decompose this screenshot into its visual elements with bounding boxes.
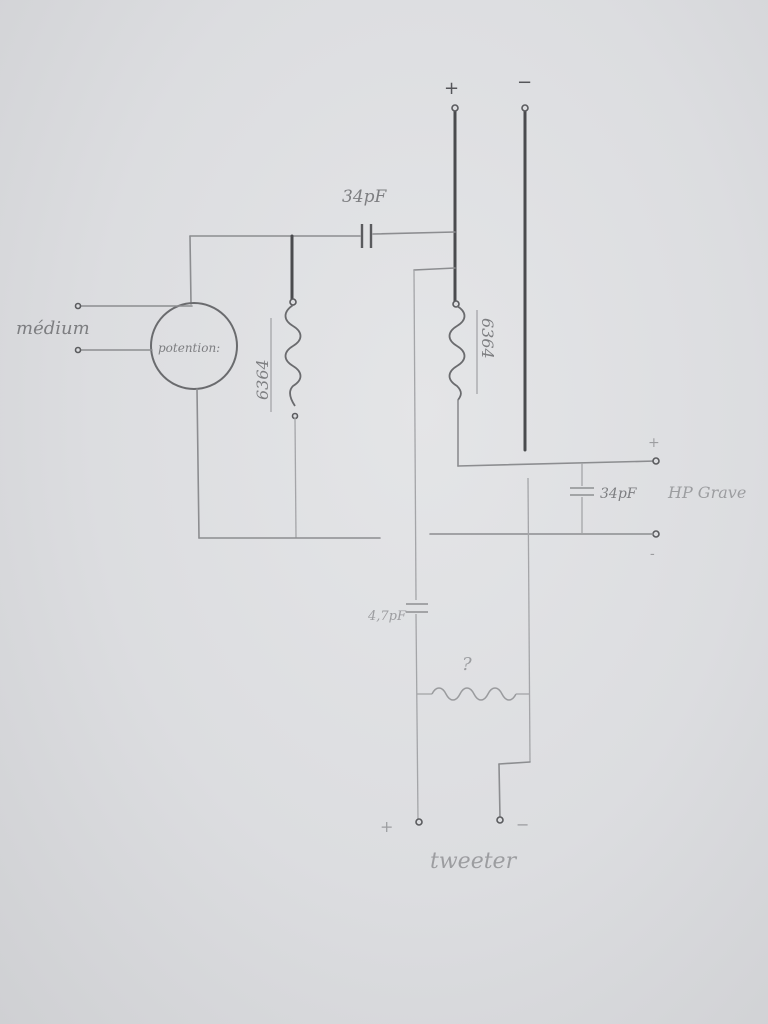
potentiometer: potention: médium bbox=[16, 235, 238, 539]
top-minus-label: − bbox=[517, 72, 532, 93]
top-plus-label: + bbox=[444, 78, 459, 99]
top-minus-terminal: − bbox=[517, 72, 532, 452]
top-capacitor: 34pF bbox=[189, 187, 456, 248]
hp-grave-plus-label: + bbox=[648, 435, 660, 451]
right-coil-label: 6364 bbox=[478, 318, 497, 359]
unknown-resistor-label: ? bbox=[462, 654, 472, 675]
hp-grave-output: + - HP Grave bbox=[429, 435, 746, 562]
left-coil-label: 6364 bbox=[253, 359, 272, 400]
right-coil: 6364 bbox=[413, 267, 657, 467]
tweeter-plus-label: + bbox=[380, 817, 393, 836]
tweeter-capacitor-label: 4,7pF bbox=[367, 609, 407, 624]
left-coil: 6364 bbox=[253, 234, 302, 539]
unknown-resistor: ? bbox=[417, 654, 529, 701]
grave-capacitor-label: 34pF bbox=[600, 486, 638, 502]
top-capacitor-label: 34pF bbox=[342, 187, 388, 207]
tweeter-label: tweeter bbox=[430, 849, 518, 874]
tweeter-minus-label: − bbox=[516, 815, 529, 834]
top-plus-terminal: + bbox=[444, 78, 459, 234]
grave-capacitor: 34pF bbox=[570, 463, 638, 533]
hp-grave-minus-label: - bbox=[650, 546, 655, 562]
potentiometer-label: potention: bbox=[158, 341, 220, 355]
hp-grave-label: HP Grave bbox=[667, 483, 746, 502]
medium-label: médium bbox=[16, 318, 90, 339]
tweeter-branch: 4,7pF + bbox=[367, 269, 428, 836]
tweeter-minus-rail: − bbox=[496, 477, 531, 834]
